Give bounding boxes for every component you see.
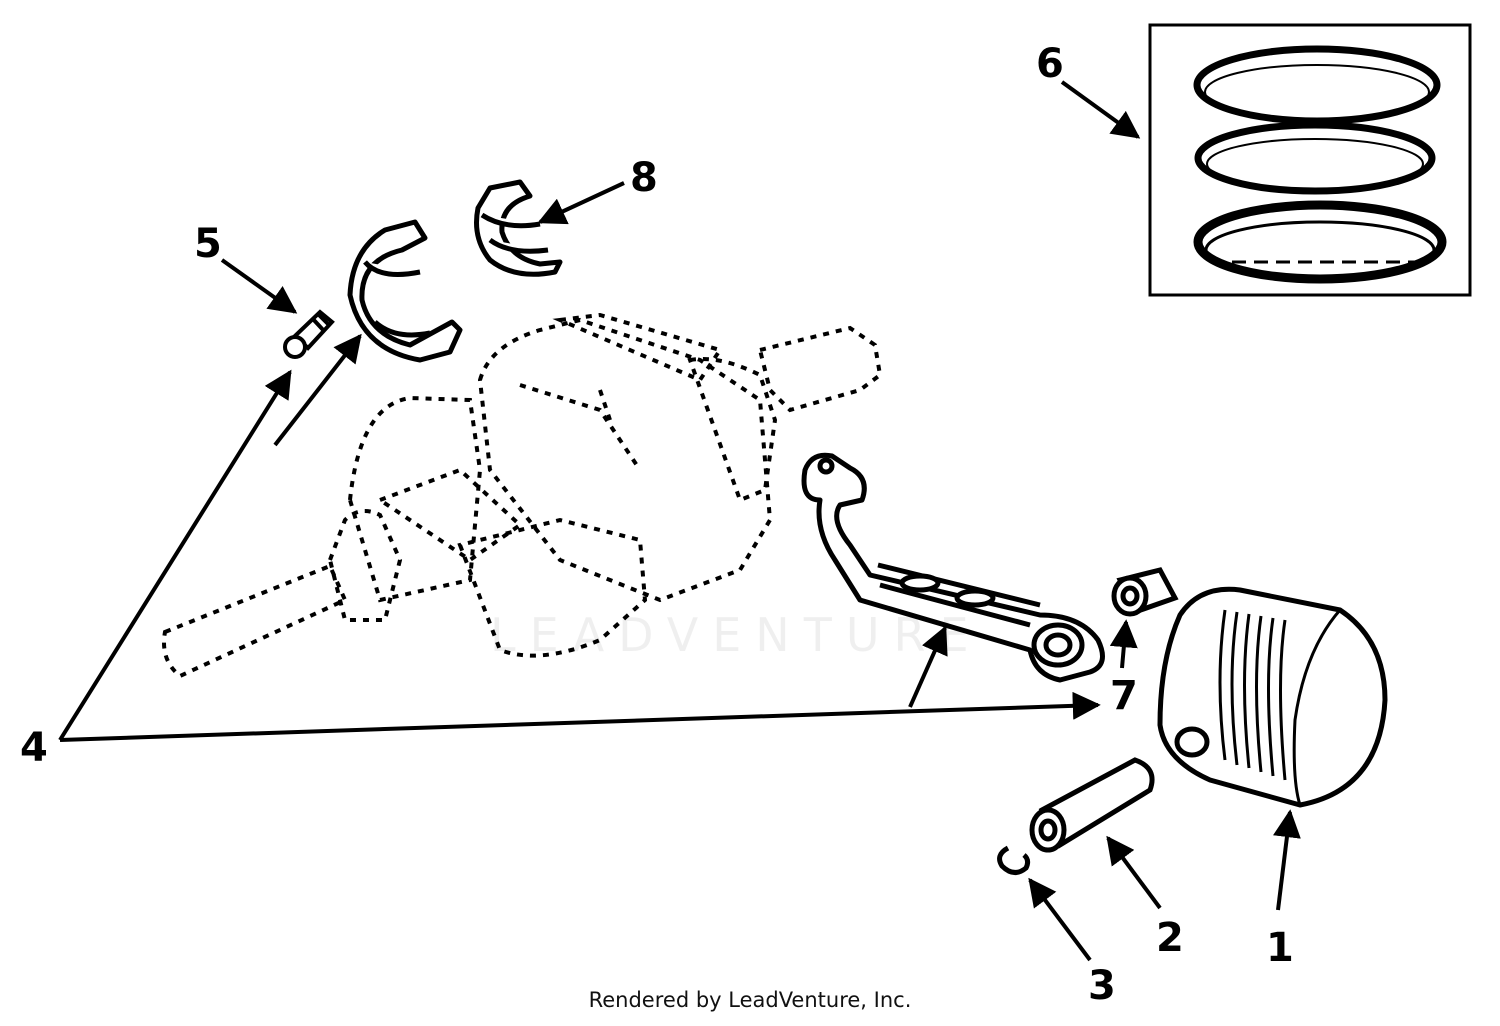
callout-7: 7 [1110,673,1138,719]
crankshaft-outline [162,312,883,679]
bearing-insert-8 [474,179,563,277]
callout-5: 5 [194,221,222,267]
callout-6: 6 [1036,41,1064,87]
connecting-rod [801,452,1105,683]
callout-3: 3 [1088,963,1116,1009]
callout-1: 1 [1266,925,1294,971]
piston [1157,586,1388,808]
watermark: LEADVENTURE [490,608,983,662]
render-credit: Rendered by LeadVenture, Inc. [588,988,912,1012]
callout-8: 8 [630,155,658,201]
retaining-clip [997,845,1031,875]
cap-bolt [283,309,335,359]
bearing-half-upper [347,219,463,363]
callout-4: 4 [20,725,48,771]
piston-ring-set [1148,23,1472,297]
wrist-pin [1029,757,1155,853]
callout-2: 2 [1156,915,1184,961]
leader-lines [58,80,1301,962]
pin-bushing [1111,567,1179,617]
